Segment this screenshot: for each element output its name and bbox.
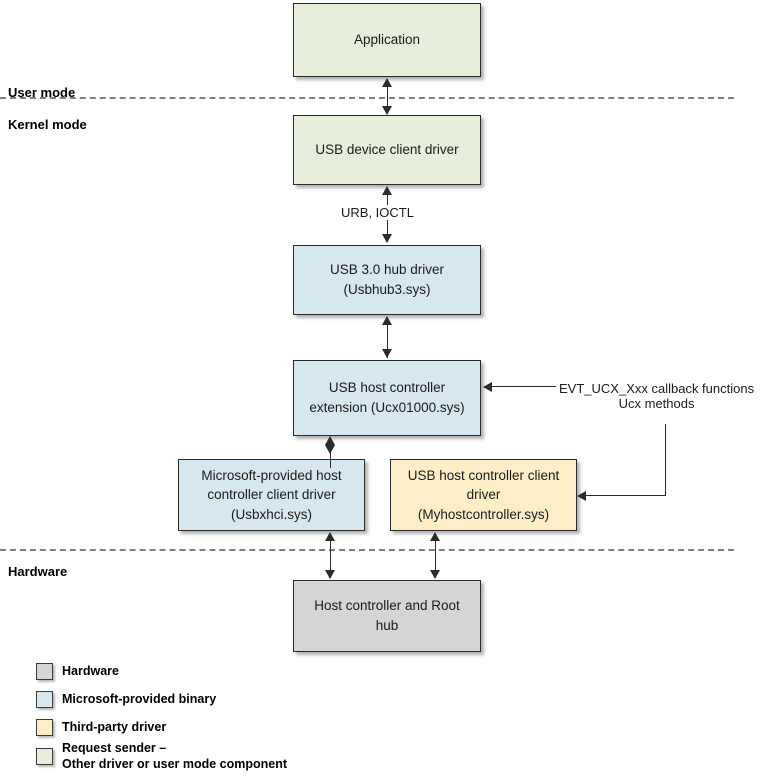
node-usb-host-controller-client-driver-label: USB host controller client bbox=[407, 467, 560, 483]
legend-item-request-sender: Request sender – Other driver or user mo… bbox=[36, 740, 287, 772]
kernel-hardware-divider bbox=[0, 549, 734, 551]
node-usb-device-client-driver-label: USB device client driver bbox=[315, 142, 459, 158]
legend-swatch-hardware-icon bbox=[36, 663, 53, 680]
edge-label-ucx-callbacks-line1: EVT_UCX_Xxx callback functions bbox=[559, 381, 755, 396]
node-usb-host-controller-extension[interactable]: USB host controller extension (Ucx01000.… bbox=[293, 360, 481, 436]
node-usb-device-client-driver[interactable]: USB device client driver bbox=[293, 115, 481, 185]
label-hardware: Hardware bbox=[8, 564, 68, 579]
edge-ucx-callbacks-h-into-extension bbox=[492, 386, 536, 387]
node-usb-host-controller-extension-label: USB host controller bbox=[328, 380, 446, 396]
edge-urb-ioctl-arrow-down bbox=[382, 234, 392, 243]
node-usb-hub-driver[interactable]: USB 3.0 hub driver (Usbhub3.sys) bbox=[293, 245, 481, 315]
edge-third-party-to-hardware-line bbox=[435, 534, 436, 578]
node-usb-host-controller-client-driver-file: (Myhostcontroller.sys) bbox=[417, 506, 550, 522]
edge-hub-to-extension-arrow-up bbox=[382, 316, 392, 325]
legend-label-microsoft-binary: Microsoft-provided binary bbox=[62, 692, 217, 706]
edge-app-to-client-driver-arrow-down bbox=[382, 106, 392, 115]
edge-ucx-callbacks-arrow-into-extension bbox=[483, 382, 492, 392]
node-ms-host-controller-client-driver-file: (Usbxhci.sys) bbox=[230, 506, 312, 522]
node-ms-host-controller-client-driver-label: Microsoft-provided host bbox=[201, 467, 342, 483]
label-kernel-mode: Kernel mode bbox=[8, 117, 87, 132]
user-kernel-divider bbox=[0, 97, 734, 99]
legend-label-request-sender: Request sender – bbox=[62, 741, 167, 755]
node-application-label: Application bbox=[353, 32, 421, 48]
edge-ms-client-to-hardware-arrow-up bbox=[325, 532, 335, 541]
node-host-controller-root-hub-label2: hub bbox=[375, 618, 399, 633]
edge-hub-to-extension-arrow-down bbox=[382, 349, 392, 358]
legend-item-microsoft-binary: Microsoft-provided binary bbox=[36, 691, 216, 708]
node-usb-host-controller-client-driver[interactable]: USB host controller client driver (Myhos… bbox=[390, 459, 577, 531]
edge-third-party-to-hardware-arrow-down bbox=[430, 570, 440, 579]
legend-swatch-third-party-driver-icon bbox=[36, 719, 53, 736]
edge-extension-to-ms-client-arrow-up bbox=[325, 436, 335, 445]
edge-ucx-callbacks-v bbox=[665, 424, 666, 495]
edge-app-to-client-driver-line bbox=[387, 80, 388, 112]
legend-label-request-sender-detail: Other driver or user mode component bbox=[62, 756, 288, 771]
node-ms-host-controller-client-driver[interactable]: Microsoft-provided host controller clien… bbox=[178, 459, 365, 531]
edge-label-ucx-callbacks: EVT_UCX_Xxx callback functions Ucx metho… bbox=[556, 381, 758, 411]
node-usb-host-controller-client-driver-label2: driver bbox=[466, 487, 501, 503]
edge-third-party-to-hardware-arrow-up bbox=[430, 532, 440, 541]
legend-item-hardware: Hardware bbox=[36, 663, 119, 680]
legend-swatch-microsoft-binary-icon bbox=[36, 691, 53, 708]
node-host-controller-root-hub-label: Host controller and Root bbox=[314, 598, 460, 614]
edge-ms-client-to-hardware-arrow-down bbox=[325, 570, 335, 579]
edge-ucx-callbacks-arrow-into-client bbox=[577, 491, 586, 501]
legend-label-third-party-driver: Third-party driver bbox=[62, 720, 167, 734]
legend-swatch-request-sender-icon bbox=[36, 748, 53, 765]
edge-ucx-callbacks-h-into-client bbox=[586, 495, 666, 496]
edge-label-urb-ioctl: URB, IOCTL bbox=[338, 205, 417, 220]
node-usb-hub-driver-file: (Usbhub3.sys) bbox=[343, 282, 431, 297]
legend-item-third-party-driver: Third-party driver bbox=[36, 719, 166, 736]
edge-app-to-client-driver-arrow-up bbox=[382, 78, 392, 87]
node-application[interactable]: Application bbox=[293, 3, 481, 77]
node-ms-host-controller-client-driver-label2: controller client driver bbox=[207, 487, 336, 503]
edge-extension-to-ms-client-arrow-down bbox=[325, 445, 335, 454]
edge-urb-ioctl-arrow-up bbox=[382, 186, 392, 195]
edge-hub-to-extension-line bbox=[387, 318, 388, 358]
edge-ms-client-to-hardware-line bbox=[330, 534, 331, 578]
node-usb-host-controller-extension-file: extension (Ucx01000.sys) bbox=[309, 400, 465, 415]
legend-label-hardware: Hardware bbox=[62, 664, 119, 678]
edge-label-ucx-callbacks-line2: Ucx methods bbox=[618, 396, 695, 411]
node-usb-hub-driver-label: USB 3.0 hub driver bbox=[329, 262, 445, 278]
label-user-mode: User mode bbox=[8, 85, 76, 100]
node-host-controller-root-hub[interactable]: Host controller and Root hub bbox=[293, 580, 481, 652]
